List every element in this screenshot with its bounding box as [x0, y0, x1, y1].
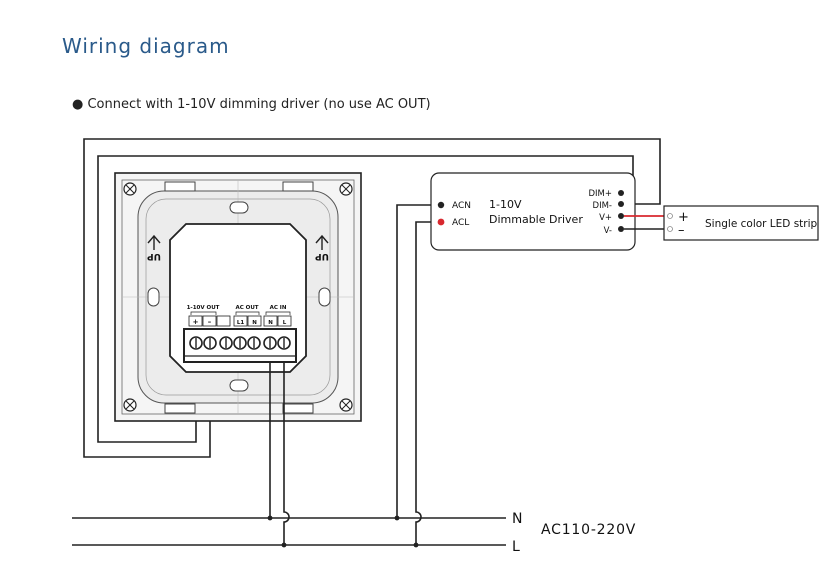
wall-panel: UP UP 1-10V OUT AC OUT AC IN + – L1 N N … — [114, 172, 362, 422]
driver-acn-wire — [396, 204, 441, 518]
terminal-group-ac-out: AC OUT — [235, 305, 258, 311]
terminal-n-out: N — [252, 320, 257, 326]
junction-dot — [267, 515, 273, 521]
up-label-right: UP — [315, 251, 329, 261]
diagram-subtitle: ● Connect with 1-10V dimming driver (no … — [72, 97, 431, 112]
connector-icon — [667, 213, 673, 219]
neutral-label: N — [512, 511, 522, 527]
mount-slot — [318, 287, 331, 307]
driver-name-line2: Dimmable Driver — [489, 213, 583, 226]
dim-plus-label: DIM+ — [588, 189, 612, 199]
acn-terminal — [437, 201, 445, 209]
dim-minus-label: DIM- — [593, 201, 612, 211]
terminal-label-row — [188, 315, 292, 327]
driver-name-line1: 1-10V — [489, 198, 522, 211]
led-strip-box — [663, 205, 819, 241]
led-strip-label: Single color LED strip — [705, 218, 818, 230]
ac-in-wires — [269, 362, 290, 545]
terminal-minus: – — [208, 318, 212, 326]
acl-terminal — [437, 218, 445, 226]
dim-minus-wire — [83, 138, 661, 458]
terminal-n-in: N — [268, 320, 273, 326]
v-minus-terminal — [618, 226, 624, 232]
led-plus-sign: + — [678, 210, 689, 225]
driver-acl-wire — [415, 221, 441, 545]
mains-lines — [72, 517, 506, 546]
mount-clips — [147, 181, 331, 414]
panel-l-wire — [283, 362, 290, 545]
up-label-left: UP — [147, 251, 161, 261]
page-title: Wiring diagram — [62, 34, 230, 58]
mount-slot — [147, 287, 160, 307]
dim-plus-terminal — [618, 190, 624, 196]
terminal-l-in: L — [283, 320, 287, 326]
led-minus-sign: – — [678, 223, 685, 238]
junction-dot — [281, 542, 287, 548]
v-minus-label: V- — [604, 226, 612, 236]
v-plus-terminal — [618, 213, 624, 219]
terminal-l1: L1 — [237, 320, 245, 326]
acn-label: ACN — [452, 201, 471, 211]
v-plus-label: V+ — [599, 213, 612, 223]
terminal-group-1-10v-out: 1-10V OUT — [187, 305, 220, 311]
dim-minus-terminal — [618, 201, 624, 207]
voltage-label: AC110-220V — [541, 522, 636, 538]
acl-label: ACL — [452, 218, 469, 228]
terminal-group-ac-in: AC IN — [270, 305, 287, 311]
mount-slot — [229, 379, 249, 392]
dimmable-driver-box — [430, 172, 636, 251]
terminal-plus: + — [193, 318, 199, 326]
mount-slot — [229, 201, 249, 214]
connector-icon — [667, 226, 673, 232]
driver-ac-wires — [396, 204, 441, 545]
up-arrow-icon — [147, 234, 329, 250]
live-label: L — [512, 539, 520, 555]
